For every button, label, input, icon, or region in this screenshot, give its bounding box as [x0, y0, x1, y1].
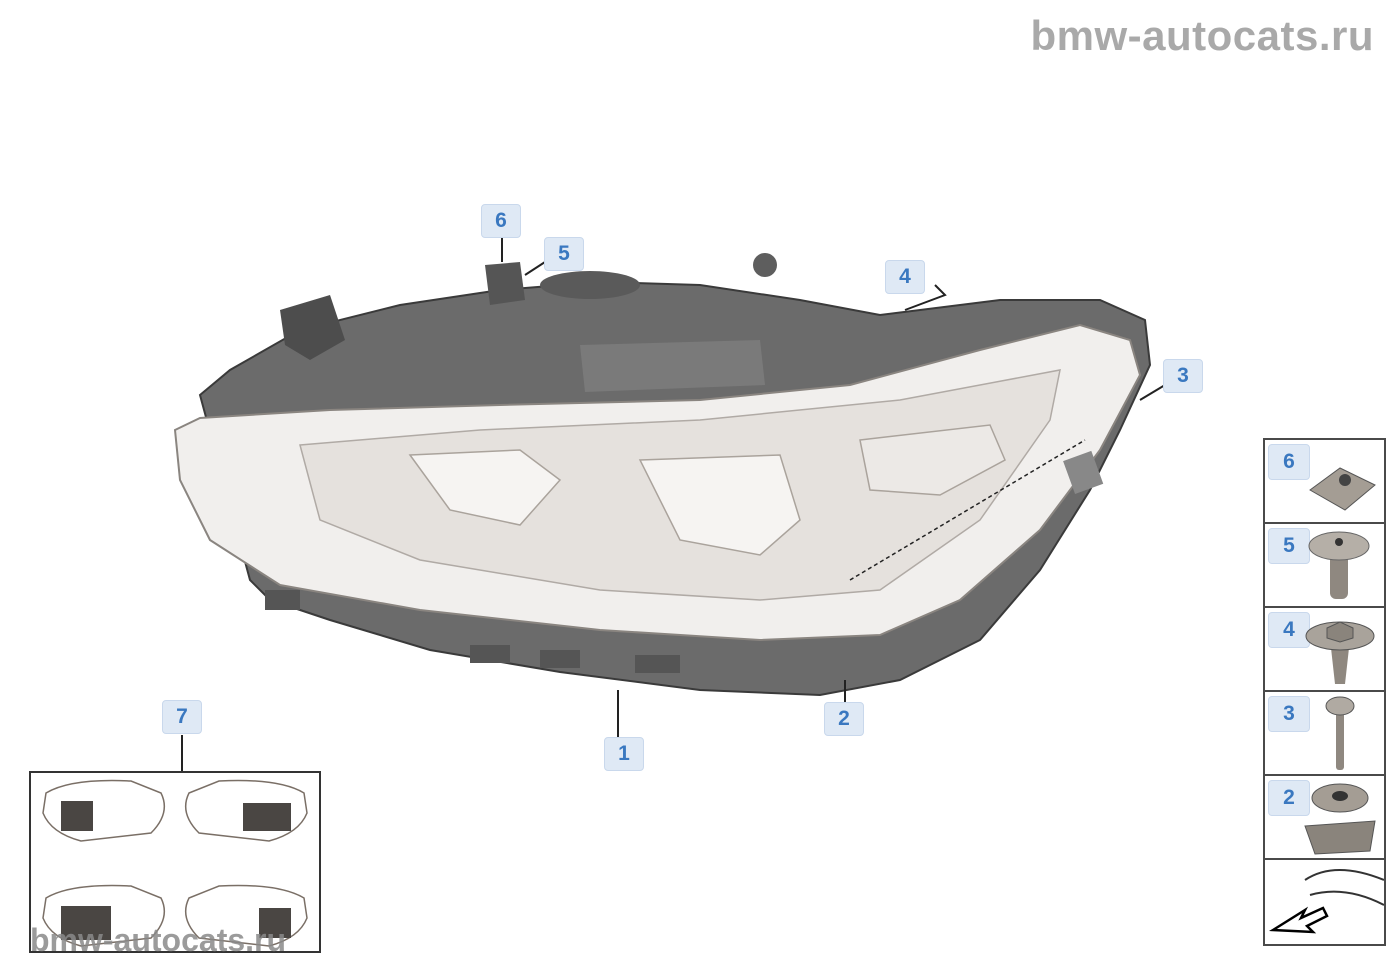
- part-3-torx-screw[interactable]: 3: [1265, 692, 1384, 776]
- callout-1[interactable]: 1: [604, 737, 644, 771]
- headlight-assembly: [173, 253, 1152, 697]
- torx-screw-icon: [1325, 696, 1355, 770]
- headlight-cover-outlines: [42, 779, 308, 947]
- back-arrow-icon: [1268, 869, 1384, 934]
- side-callout-3[interactable]: 3: [1268, 696, 1310, 732]
- side-callout-5[interactable]: 5: [1268, 528, 1310, 564]
- callout-7[interactable]: 7: [162, 700, 202, 734]
- pan-head-screw-icon: [1308, 531, 1370, 599]
- part-4-hex-collar-screw[interactable]: 4: [1265, 608, 1384, 692]
- callout-3[interactable]: 3: [1163, 359, 1203, 393]
- part-6-clip-nut[interactable]: 6: [1265, 440, 1384, 524]
- side-callout-4[interactable]: 4: [1268, 612, 1310, 648]
- back-to-vehicle-overview[interactable]: [1265, 860, 1384, 944]
- expanding-nut-icon: [1304, 783, 1376, 855]
- callout-4[interactable]: 4: [885, 260, 925, 294]
- leader-lines: [181, 238, 1166, 771]
- clip-nut-icon: [1309, 467, 1376, 511]
- side-callout-6[interactable]: 6: [1268, 444, 1310, 480]
- part-5-pan-head-screw[interactable]: 5: [1265, 524, 1384, 608]
- watermark-bottom: bmw-autocats.ru: [30, 922, 287, 958]
- side-callout-2[interactable]: 2: [1268, 780, 1310, 816]
- fasteners-panel: 6 5 4 3 2: [1263, 438, 1386, 946]
- watermark-top: bmw-autocats.ru: [1030, 12, 1374, 59]
- callout-5[interactable]: 5: [544, 237, 584, 271]
- headlight-covers-set: [29, 771, 321, 953]
- callout-6[interactable]: 6: [481, 204, 521, 238]
- callout-2[interactable]: 2: [824, 702, 864, 736]
- part-2-expanding-nut[interactable]: 2: [1265, 776, 1384, 860]
- hex-collar-screw-icon: [1305, 621, 1375, 684]
